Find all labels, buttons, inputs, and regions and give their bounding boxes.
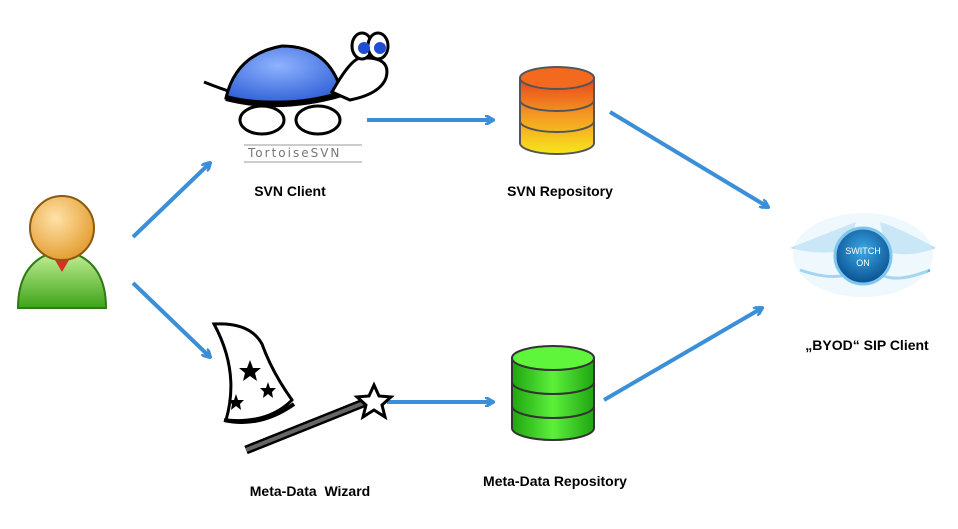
tortoise-icon	[203, 31, 390, 163]
switch-on-logo	[790, 213, 936, 297]
meta-data-wizard-label: Meta-Data Wizard	[249, 483, 371, 499]
edge-user-to-wizard	[131, 281, 210, 357]
edges	[131, 110, 768, 402]
wizard-icon	[211, 322, 395, 455]
switch-on-badge-line2: ON	[856, 258, 870, 268]
switch-on-badge-line1: SWITCH	[845, 246, 881, 256]
meta-data-repository-label: Meta-Data Repository	[483, 473, 627, 489]
meta-data-repository-icon	[511, 345, 595, 441]
svn-repository-label: SVN Repository	[507, 183, 613, 199]
sip-client-label: „BYOD“ SIP Client	[805, 337, 929, 353]
svn-client-label: SVN Client	[254, 183, 326, 199]
user-icon	[16, 195, 108, 309]
edge-meta-repo-to-sip-client	[602, 308, 762, 402]
edge-svn-repo-to-sip-client	[608, 110, 768, 207]
svn-repository-icon	[519, 66, 595, 155]
edge-user-to-svn-client	[131, 163, 210, 239]
tortoisesvn-logo-text: TortoiseSVN	[248, 146, 342, 160]
